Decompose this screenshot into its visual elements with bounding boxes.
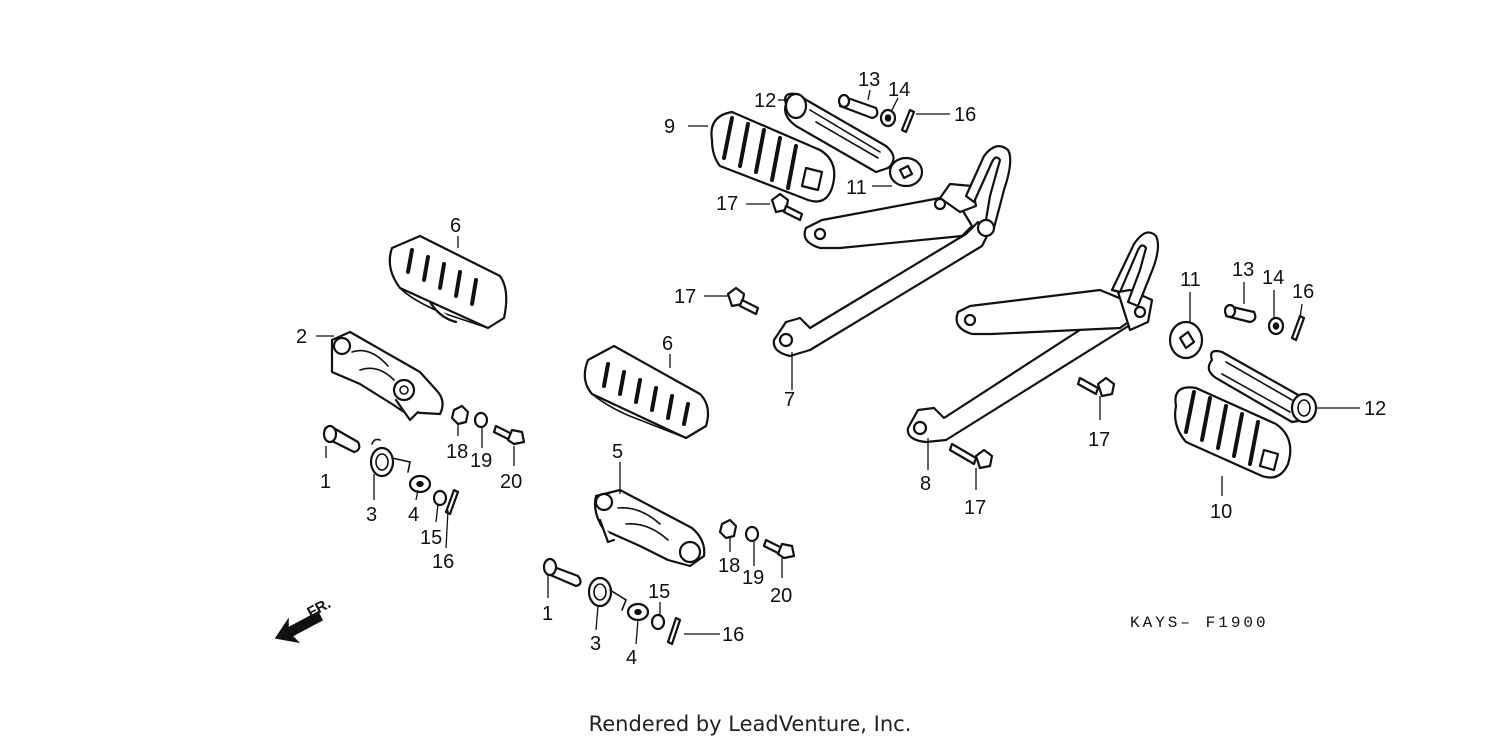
callout-17-right-upper: 17 <box>1088 429 1110 451</box>
callout-12-right: 12 <box>1364 398 1386 420</box>
front-direction-arrow-icon: FR. <box>274 595 334 644</box>
pillion-bolt-middle[interactable] <box>726 286 760 316</box>
callout-16-left-upper: 16 <box>954 104 976 126</box>
pillion-detent-left[interactable] <box>888 156 924 188</box>
pillion-peg-arm-right[interactable] <box>1207 349 1318 424</box>
callout-14-left: 14 <box>888 79 910 101</box>
callout-3-right: 3 <box>590 633 601 655</box>
callout-4-right: 4 <box>626 647 637 669</box>
pillion-pivot-pin-left[interactable] <box>837 93 879 120</box>
callout-7: 7 <box>784 389 795 411</box>
rubber-footpeg-right[interactable] <box>583 344 710 440</box>
small-washer-left[interactable] <box>432 489 448 507</box>
callout-10: 10 <box>1210 501 1232 523</box>
callout-18-left: 18 <box>446 441 468 463</box>
lock-washer-left[interactable] <box>473 411 489 429</box>
return-spring-right[interactable] <box>587 576 627 611</box>
callout-14-right: 14 <box>1262 267 1284 289</box>
pillion-washer-right[interactable] <box>1267 316 1285 336</box>
footpeg-bracket-left[interactable] <box>330 330 444 422</box>
pillion-pivot-pin-right[interactable] <box>1223 303 1257 324</box>
callout-15-left: 15 <box>420 527 442 549</box>
pivot-pin-right[interactable] <box>542 557 582 588</box>
pillion-bolt-right-lower[interactable] <box>948 442 994 470</box>
callout-20-right: 20 <box>770 585 792 607</box>
return-spring-left[interactable] <box>369 438 411 478</box>
callout-9: 9 <box>664 116 675 138</box>
cotter-pin-left[interactable] <box>444 488 460 516</box>
washer-left[interactable] <box>408 474 432 494</box>
diagram-code: KAYS– F1900 <box>1130 614 1269 632</box>
callout-6-right: 6 <box>662 333 673 355</box>
bolt-right[interactable] <box>762 538 796 560</box>
pivot-pin-left[interactable] <box>322 424 361 454</box>
callout-17-middle: 17 <box>674 286 696 308</box>
callout-12-left: 12 <box>754 90 776 112</box>
callout-13-right: 13 <box>1232 259 1254 281</box>
pillion-bolt-upper[interactable] <box>770 192 804 222</box>
footer-credit: Rendered by LeadVenture, Inc. <box>588 712 912 736</box>
leader-lines <box>316 89 1360 645</box>
pillion-cotter-pin-right[interactable] <box>1290 314 1306 342</box>
pillion-detent-right[interactable] <box>1168 320 1204 360</box>
callout-5: 5 <box>612 441 623 463</box>
lock-washer-right[interactable] <box>744 525 760 543</box>
callout-2: 2 <box>296 326 307 348</box>
callout-15-right: 15 <box>648 581 670 603</box>
callout-8: 8 <box>920 473 931 495</box>
callout-numbers: 6 2 1 3 4 15 16 18 19 20 6 5 1 3 4 15 16… <box>296 69 1386 669</box>
pillion-cotter-pin-left[interactable] <box>900 108 916 134</box>
rubber-footpeg-left[interactable] <box>388 234 508 330</box>
pillion-step-bracket-left[interactable] <box>772 145 1012 358</box>
callout-4-left: 4 <box>408 504 419 526</box>
pillion-bolt-right-upper[interactable] <box>1076 376 1116 398</box>
nut-right[interactable] <box>718 518 738 540</box>
small-washer-right[interactable] <box>650 613 666 631</box>
rubber-pillion-peg-right[interactable] <box>1174 386 1292 479</box>
pillion-peg-arm-left[interactable] <box>784 92 895 174</box>
pillion-washer-left[interactable] <box>879 108 897 128</box>
callout-17-right-lower: 17 <box>964 497 986 519</box>
cotter-pin-right[interactable] <box>666 616 682 646</box>
callout-11-right: 11 <box>1180 269 1201 291</box>
callout-19-left: 19 <box>470 450 492 472</box>
pillion-step-bracket-right[interactable] <box>906 231 1160 444</box>
footpeg-bracket-right[interactable] <box>593 488 706 568</box>
washer-right[interactable] <box>626 602 650 622</box>
callout-6-left: 6 <box>450 215 461 237</box>
bolt-left[interactable] <box>492 424 526 446</box>
callout-1-right: 1 <box>542 603 553 625</box>
callout-3-left: 3 <box>366 504 377 526</box>
callout-16-left-lower: 16 <box>432 551 454 573</box>
nut-left[interactable] <box>450 404 470 426</box>
rubber-pillion-peg-left[interactable] <box>710 110 836 203</box>
callout-19-right: 19 <box>742 567 764 589</box>
callout-17-upper: 17 <box>716 193 738 215</box>
callout-16-right-lower: 16 <box>722 624 744 646</box>
callout-11-left: 11 <box>846 177 867 199</box>
callout-13-left: 13 <box>858 69 880 91</box>
callout-16-right-upper: 16 <box>1292 281 1314 303</box>
callout-1-left: 1 <box>320 471 331 493</box>
callout-20-left: 20 <box>500 471 522 493</box>
callout-18-right: 18 <box>718 555 740 577</box>
